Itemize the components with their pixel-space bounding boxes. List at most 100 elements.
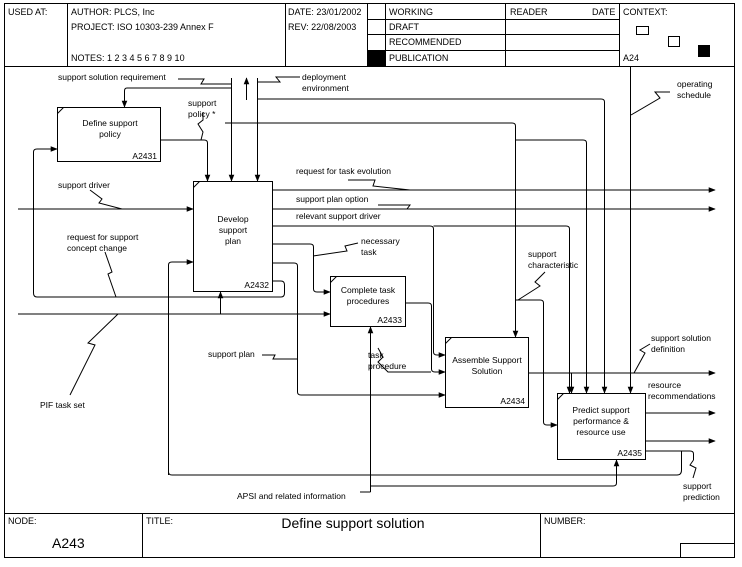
status-recommended: RECOMMENDED [389,37,462,47]
squiggle-necessary-task [312,242,359,257]
used-at-label: USED AT: [8,7,47,17]
arrow-support-prediction [646,450,694,460]
squiggle-support-plan [262,354,297,360]
arrow-task-procedure [405,302,446,375]
status-publication: PUBLICATION [389,53,448,63]
page-frame [4,3,735,558]
label-pif-task-set: PIF task set [40,400,86,410]
box-label-line: resource use [576,427,625,437]
box-label-line: procedures [347,296,390,306]
number-label: NUMBER: [544,516,586,526]
squiggle-support-driver [89,189,123,210]
squiggle-deployment [258,76,300,83]
label-support-plan: support plan [208,349,255,359]
arrow-request-concept-change [33,146,285,298]
squiggle-solution-definition [633,343,651,374]
arrow-relevant-driver-to-a2435 [433,225,573,394]
squiggle-task-evolution [348,179,411,191]
arrow-deployment-to-a2435 [257,98,608,394]
diagram-title: Define support solution [281,515,424,531]
rev-text: REV: 22/08/2003 [288,22,356,32]
squiggle-ssr [178,78,231,85]
reader-date-label: DATE [592,7,615,17]
box-label-line: Predict support [572,405,630,415]
arrow-support-policy-a2435 [515,139,590,394]
box-label-line: Define support [82,118,138,128]
project-text: PROJECT: ISO 10303-239 Annex F [71,22,214,32]
box-id: A2432 [244,280,269,290]
squiggle-support-prediction [689,459,697,479]
context-label: CONTEXT: [623,7,668,17]
box-label-line: Assemble Support [452,355,522,365]
label-support-plan-option: support plan option [296,194,369,204]
box-id: A2435 [617,448,642,458]
arrow-support-policy-a2432 [160,139,211,182]
arrow-support-prediction-feedback [168,451,682,476]
context-box-2 [668,36,680,47]
squiggle-concept-change [104,251,117,298]
arrow-support-plan [273,262,446,398]
label-relevant-support-driver: relevant support driver [296,211,381,221]
label-support-solution-requirement: support solution requirement [58,72,166,82]
box-label-line: support [219,225,248,235]
box-label-line: performance & [573,416,629,426]
label-support-driver: support driver [58,180,110,190]
status-draft: DRAFT [389,22,419,32]
arrow-relevant-support-driver [273,225,434,330]
node-value: A243 [52,535,85,551]
arrow-support-plan-feedback [168,259,194,475]
arrow-ssr-to-a2431 [121,87,232,108]
label-request-task-evolution: request for task evolution [296,166,391,176]
squiggle-operating-schedule [630,91,670,116]
box-id: A2434 [500,396,525,406]
node-label: NODE: [8,516,37,526]
arrow-necessary-task [273,243,331,295]
context-box-1 [636,26,649,35]
box-label-line: Solution [472,366,503,376]
squiggle-support-policy [197,112,204,141]
author-text: AUTHOR: PLCS, Inc [71,7,155,17]
arrow-support-characteristic [515,299,558,428]
label-apsi: APSI and related information [237,491,346,501]
box-label-line: policy [99,129,121,139]
box-label-line: plan [225,236,241,246]
arrow-support-policy-a2434 [225,122,519,338]
header-block [4,3,735,67]
squiggle-pif-task-set [69,313,119,396]
context-node: A24 [623,53,639,63]
context-icons [636,26,710,57]
box-id: A2431 [132,151,157,161]
squiggle-characteristic [517,271,546,301]
box-label-line: Develop [217,214,248,224]
arrow-apsi-to-a2435 [370,459,620,487]
footer-block [4,513,735,558]
squiggle-plan-option [378,204,450,210]
notes-text: NOTES: 1 2 3 4 5 6 7 8 9 10 [71,53,185,63]
date-text: DATE: 23/01/2002 [288,7,361,17]
status-working: WORKING [389,7,433,17]
context-box-3 [698,45,710,57]
arrow-relevant-driver-to-a2434 [433,330,446,358]
title-label: TITLE: [146,516,173,526]
box-label-line: Complete task [341,285,396,295]
reader-label: READER [510,7,548,17]
publication-marker [368,51,385,66]
